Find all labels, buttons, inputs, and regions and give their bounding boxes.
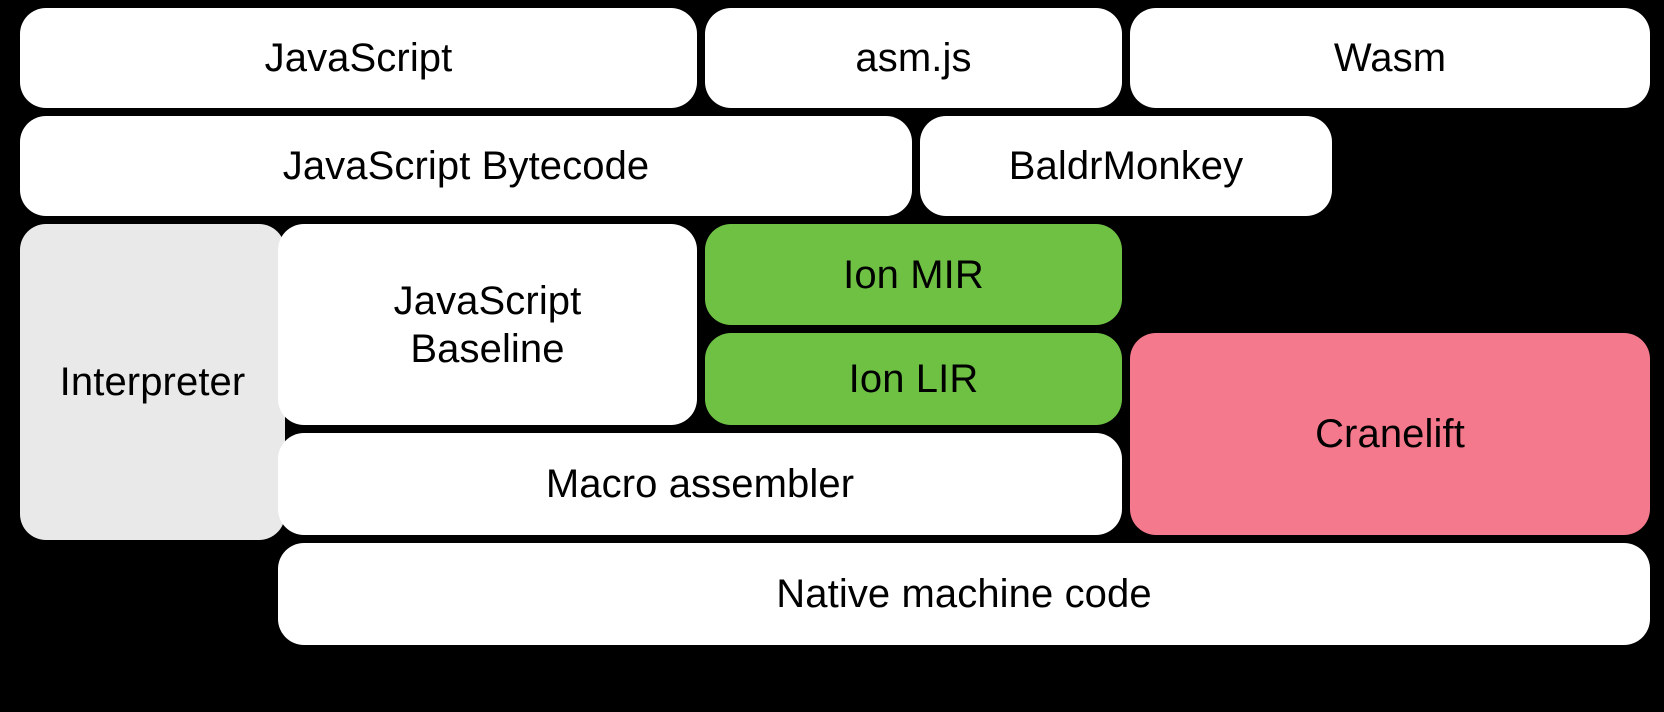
node-baldrmonkey[interactable]: BaldrMonkey bbox=[920, 116, 1332, 216]
node-javascript-bytecode[interactable]: JavaScript Bytecode bbox=[20, 116, 912, 216]
node-javascript[interactable]: JavaScript bbox=[20, 8, 697, 108]
node-macro-assembler[interactable]: Macro assembler bbox=[278, 433, 1122, 535]
node-native-machine-code[interactable]: Native machine code bbox=[278, 543, 1650, 645]
node-wasm[interactable]: Wasm bbox=[1130, 8, 1650, 108]
node-ion-lir[interactable]: Ion LIR bbox=[705, 333, 1122, 425]
node-interpreter[interactable]: Interpreter bbox=[20, 224, 285, 540]
node-javascript-baseline[interactable]: JavaScript Baseline bbox=[278, 224, 697, 425]
node-ion-mir[interactable]: Ion MIR bbox=[705, 224, 1122, 325]
node-asmjs[interactable]: asm.js bbox=[705, 8, 1122, 108]
node-cranelift[interactable]: Cranelift bbox=[1130, 333, 1650, 535]
